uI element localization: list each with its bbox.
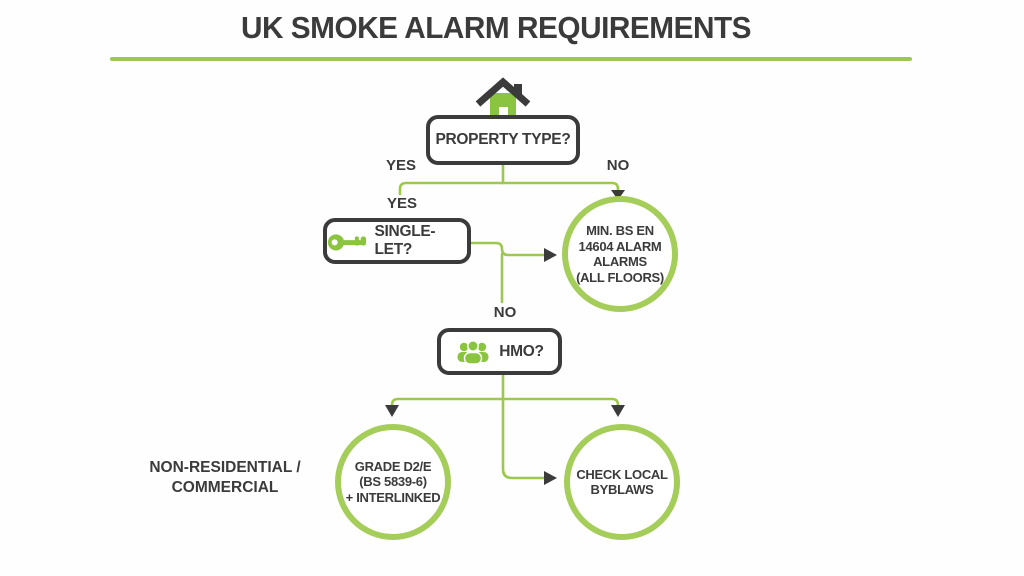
min-alarm-line: 14604 ALARM <box>578 238 662 254</box>
arrow-to-min-alarm-top <box>611 190 625 200</box>
node-property-type-label: PROPERTY TYPE? <box>435 131 571 148</box>
people-icon <box>457 339 489 364</box>
grade-line: + INTERLINKED <box>345 489 441 505</box>
connector-hmo-down <box>501 373 546 480</box>
node-single-let: SINGLE-LET? <box>323 218 471 264</box>
node-property-type: PROPERTY TYPE? <box>426 115 580 165</box>
node-hmo: HMO? <box>437 328 562 375</box>
note-line: COMMERCIAL <box>171 479 279 496</box>
node-hmo-label: HMO? <box>499 342 544 360</box>
arrow-to-byelaws-top <box>611 405 625 417</box>
byelaws-line: BYBLAWS <box>590 482 654 497</box>
non-residential-note: NON-RESIDENTIAL / COMMERCIAL <box>110 458 340 498</box>
connector-root-split <box>398 181 620 196</box>
grade-line: (BS 5839-6) <box>359 474 427 490</box>
grade-line: GRADE D2/E <box>354 458 432 474</box>
connector-bottom-split <box>390 397 620 408</box>
note-line: NON-RESIDENTIAL / <box>149 459 301 476</box>
connector-singlelet-to-circle <box>469 241 546 257</box>
page-title: UK SMOKE ALARM REQUIREMENTS <box>240 10 752 45</box>
branch-label-yes-mid: YES <box>386 195 418 212</box>
house-icon <box>475 77 531 119</box>
node-byelaws-circle: CHECK LOCAL BYBLAWS <box>564 424 680 540</box>
node-single-let-label: SINGLE-LET? <box>374 223 436 258</box>
byelaws-line: CHECK LOCAL <box>576 466 668 482</box>
arrow-to-byelaws-left <box>544 471 557 485</box>
key-icon <box>327 233 367 250</box>
min-alarm-line: ALARMS <box>593 254 647 269</box>
node-min-alarm-circle: MIN. BS EN 14604 ALARM ALARMS (ALL FLOOR… <box>562 196 678 312</box>
min-alarm-line: MIN. BS EN <box>586 223 654 238</box>
node-grade-circle: GRADE D2/E (BS 5839-6) + INTERLINKED <box>335 424 451 540</box>
branch-label-no-top: NO <box>606 157 630 174</box>
branch-label-no-mid: NO <box>493 304 517 321</box>
title-underline <box>110 57 912 61</box>
branch-label-yes-top: YES <box>385 157 417 174</box>
min-alarm-line: (ALL FLOORS) <box>576 269 664 285</box>
arrow-to-grade-circle <box>385 405 399 417</box>
arrow-to-min-alarm-left <box>544 248 557 262</box>
